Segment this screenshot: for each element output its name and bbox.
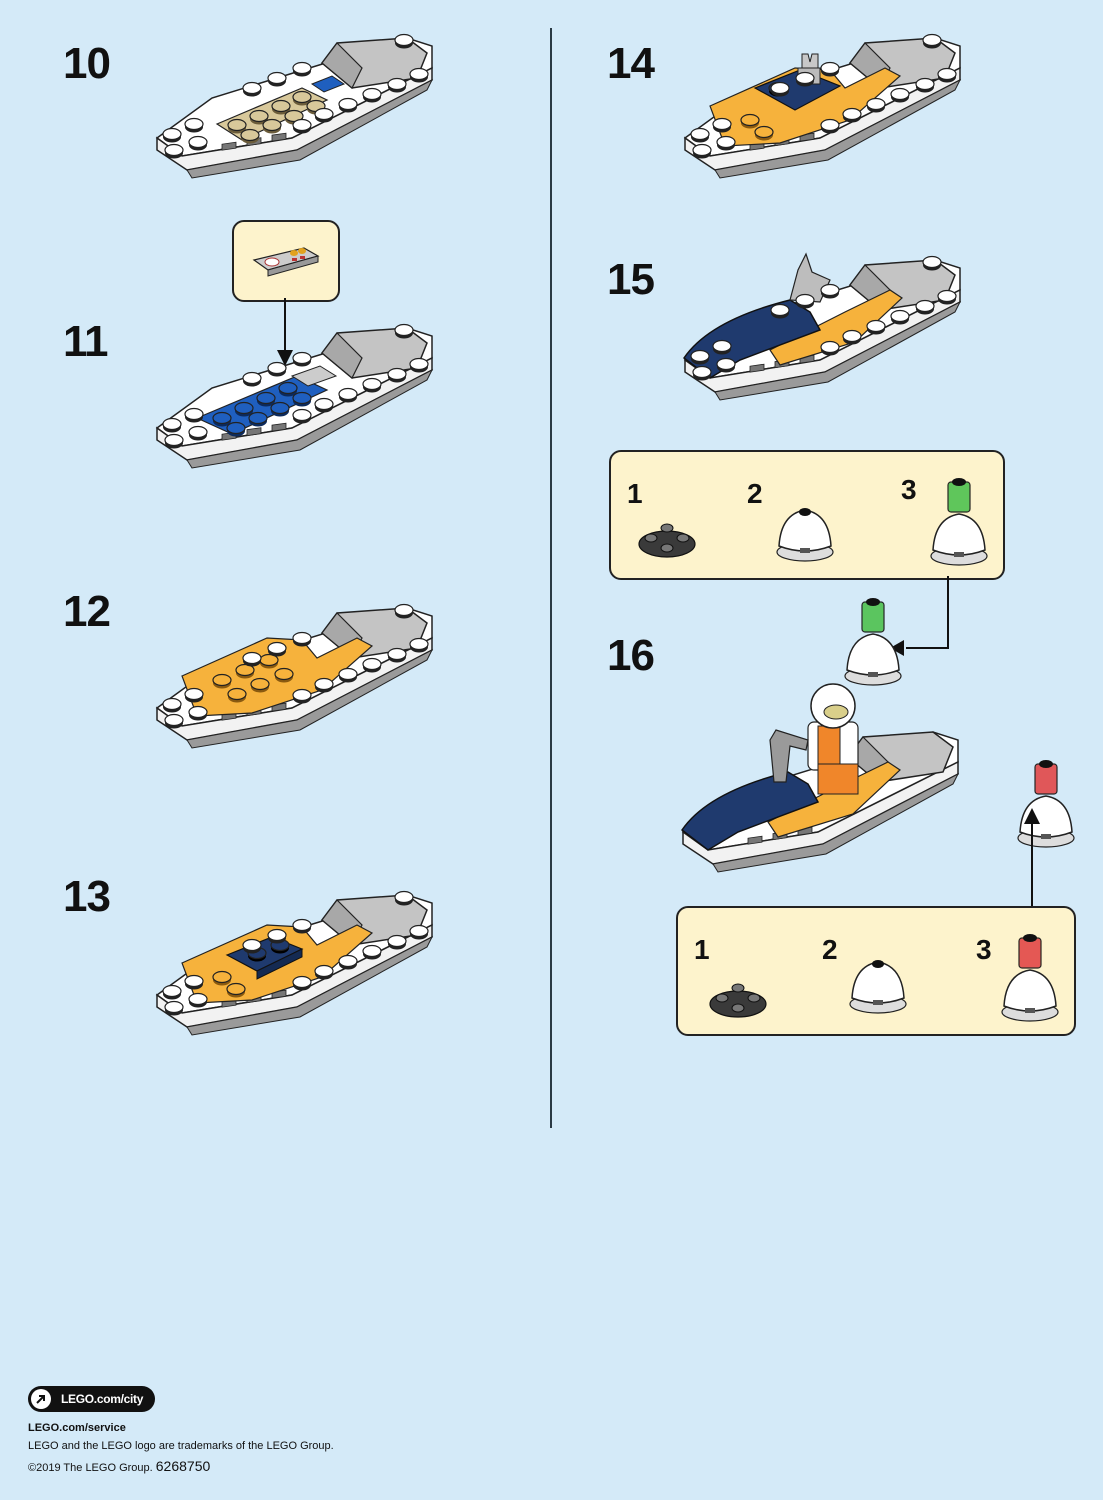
white-dome-icon bbox=[849, 960, 907, 1014]
red-buoy-step-3: 3 bbox=[976, 934, 992, 965]
external-link-arrow-icon bbox=[31, 1389, 51, 1409]
step-11-boat-illustration bbox=[156, 318, 433, 469]
green-buoy-assembled bbox=[844, 598, 902, 686]
green-buoy-step-3: 3 bbox=[901, 474, 917, 505]
down-arrow-icon bbox=[277, 298, 293, 366]
step-number-15: 15 bbox=[607, 255, 655, 304]
red-buoy-step-2: 2 bbox=[822, 934, 838, 965]
green-buoy-step-1: 1 bbox=[627, 478, 643, 509]
copyright-line: ©2019 The LEGO Group. 6268750 bbox=[28, 1458, 334, 1474]
lego-city-link-label: LEGO.com/city bbox=[61, 1392, 144, 1406]
step-10-boat-illustration bbox=[156, 28, 433, 179]
step-number-14: 14 bbox=[607, 39, 655, 88]
copyright-text: ©2019 The LEGO Group. bbox=[28, 1462, 153, 1474]
dashboard-tile-icon bbox=[252, 247, 320, 277]
step-12-boat-illustration bbox=[156, 598, 433, 749]
step-13-boat-illustration bbox=[156, 885, 433, 1036]
step-number-10: 10 bbox=[63, 39, 111, 88]
step-14-boat-illustration bbox=[684, 28, 961, 179]
green-buoy-icon bbox=[930, 478, 988, 566]
round-plate-icon bbox=[638, 523, 696, 558]
round-plate-icon bbox=[709, 983, 767, 1018]
red-buoy-callout: 1 2 3 bbox=[676, 906, 1076, 1036]
red-buoy-assembled bbox=[1017, 760, 1075, 848]
step-16-boat-with-minifigure bbox=[680, 683, 959, 873]
step-11-part-callout bbox=[232, 220, 340, 302]
step-number-13: 13 bbox=[63, 872, 111, 921]
lego-service-link[interactable]: LEGO.com/service bbox=[28, 1422, 126, 1434]
green-buoy-callout: 1 2 3 bbox=[609, 450, 1005, 580]
red-buoy-step-1: 1 bbox=[694, 934, 710, 965]
set-code: 6268750 bbox=[155, 1458, 211, 1474]
page-divider bbox=[550, 28, 552, 1128]
footer: LEGO.com/city LEGO.com/service LEGO and … bbox=[28, 1386, 334, 1474]
white-dome-icon bbox=[776, 508, 834, 562]
red-buoy-icon bbox=[1001, 934, 1059, 1022]
green-buoy-arrow-icon bbox=[890, 576, 949, 656]
step-number-11: 11 bbox=[63, 317, 109, 366]
step-15-boat-illustration bbox=[682, 252, 961, 401]
lego-city-link[interactable]: LEGO.com/city bbox=[28, 1386, 156, 1412]
step-number-16: 16 bbox=[607, 631, 655, 680]
step-number-12: 12 bbox=[63, 587, 111, 636]
green-buoy-step-2: 2 bbox=[747, 478, 763, 509]
red-buoy-arrow-icon bbox=[1024, 808, 1040, 910]
trademark-notice: LEGO and the LEGO logo are trademarks of… bbox=[28, 1440, 334, 1452]
